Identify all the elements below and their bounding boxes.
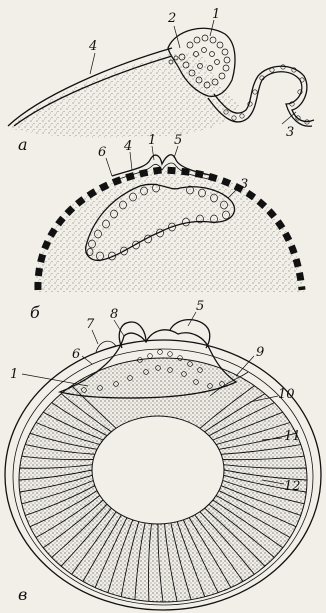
- label-v-9: 9: [256, 345, 264, 360]
- label-a-2: 2: [167, 11, 176, 26]
- label-a-4: 4: [88, 39, 97, 54]
- label-a-3: 3: [286, 125, 294, 140]
- label-b-1: 1: [148, 133, 156, 148]
- label-b-4: 4: [123, 139, 132, 154]
- label-v-5: 5: [196, 299, 204, 314]
- panel-label-b: б: [30, 303, 40, 322]
- label-v-6: 6: [72, 347, 80, 362]
- label-v-8: 8: [110, 307, 118, 322]
- label-b-6: 6: [98, 145, 106, 160]
- label-b-5: 5: [174, 133, 182, 148]
- label-v-11: 11: [284, 429, 301, 444]
- panel-a: 4 2 1 3 а: [8, 7, 314, 154]
- label-b-3: 3: [240, 177, 248, 192]
- label-v-12: 12: [284, 479, 301, 494]
- panel-b: 6 4 1 5 3 б: [30, 133, 304, 322]
- label-v-7: 7: [86, 317, 95, 332]
- label-v-1: 1: [10, 367, 18, 382]
- panel-v: 8 5 7 6 9 1 10 11 12 в: [5, 299, 321, 610]
- panel-label-v: в: [18, 585, 27, 604]
- label-v-10: 10: [278, 387, 295, 402]
- central-cavity-v: [92, 416, 224, 524]
- label-a-1: 1: [212, 7, 220, 22]
- panel-label-a: а: [18, 135, 28, 154]
